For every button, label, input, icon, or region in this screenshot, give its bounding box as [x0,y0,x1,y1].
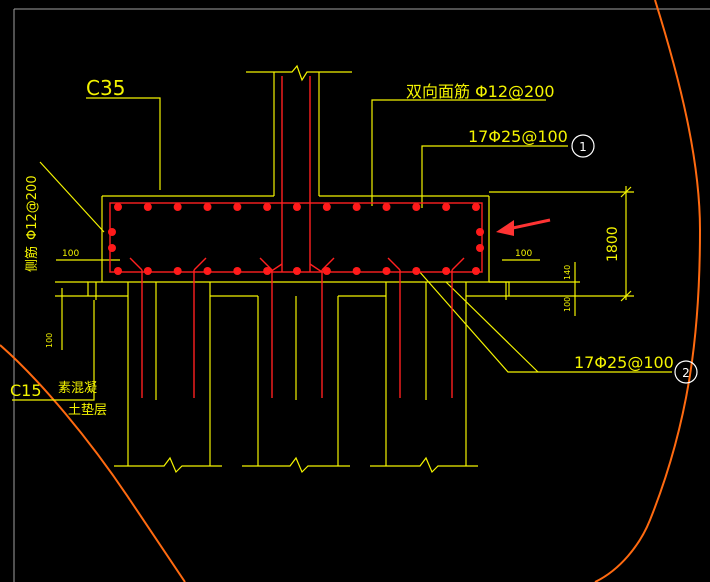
bottom-bar-dot [322,267,331,275]
dim-cover-right: 100 [515,249,532,259]
bottom-bar-dot [352,267,361,275]
rebar-1-label: 17Φ25@100 [468,127,568,146]
bottom-bar-dot [293,267,301,275]
pile2-hook-b [321,257,335,271]
side-bar-dot-right [476,244,484,252]
dim-cushion-left: 100 [45,333,54,348]
leader-rebar-2b [445,281,539,373]
bottom-bar-dot [233,267,242,275]
bottom-bar-dot [173,267,182,275]
dim-cover-left: 100 [62,249,79,259]
rebar-cage-outline [109,202,483,273]
marker-circle-2 [674,360,698,384]
dim-tick-top [620,186,632,198]
bottom-bar-dot [203,267,212,275]
top-bar-dot [322,203,331,211]
pile1-break [114,456,222,474]
dim-bottom-right-a: 140 [563,265,572,280]
top-bar-dot [203,203,212,211]
dim-cap-height: 1800 [605,226,621,262]
top-bar-dot [352,203,361,211]
side-rebar-prefix: 侧筋 [24,246,40,272]
top-bar-dot [412,203,421,211]
column-break-line [246,64,352,82]
boundary-curve-left [0,344,186,582]
leader-concrete-grade [86,97,161,190]
bottom-bar-dot [114,267,122,275]
top-bar-dot [143,203,152,211]
pile1-hook-b [193,257,207,271]
marker-1-text: 1 [579,140,587,154]
bottom-bar-dot [143,267,152,275]
top-bar-dot [472,203,480,211]
concrete-grade-label: C35 [86,76,125,100]
annotation-arrow [496,218,551,236]
leader-side-rebar [39,161,105,233]
cushion-top [87,281,510,296]
pile3-break [370,456,478,474]
leader-top-rebar [371,99,546,206]
pile2-hook-a [259,257,273,271]
marker-2-text: 2 [682,366,690,380]
rebar-2-label: 17Φ25@100 [574,353,674,372]
top-rebar-label: 双向面筋 Φ12@200 [406,82,555,101]
pile1-hook-a [129,257,143,271]
top-bar-dot [233,203,242,211]
side-bar-dot-right [476,228,484,236]
pile3-hook-b [451,257,465,271]
side-rebar-spec: Φ12@200 [25,175,40,240]
marker-circle-1 [571,134,595,158]
top-bar-dot [382,203,391,211]
dim-bottom-right-b: 100 [563,297,572,312]
top-bar-dot [173,203,182,211]
side-bar-dot-left [108,228,116,236]
cushion-label-line2: 土垫层 [68,402,107,418]
structure-linework [12,64,672,474]
top-bar-dot [263,203,272,211]
leader-cushion [12,300,95,401]
pile3-hook-a [387,257,401,271]
bottom-bar-dot [442,267,451,275]
dim-tick-bottom [620,290,632,302]
top-bar-dot [293,203,301,211]
bottom-bar-dot [382,267,391,275]
top-bar-dot [114,203,122,211]
cushion-label-line1: 素混凝 [58,380,97,396]
leader-rebar-1 [421,145,568,208]
top-bar-dot [442,203,451,211]
dowel-hook-right [309,263,323,273]
bottom-bar-dot [263,267,272,275]
side-bar-dot-left [108,244,116,252]
cushion-grade-label: C15 [10,381,42,400]
rebar-section-dots [108,203,484,275]
boundary-curve-right [594,0,702,582]
side-rebar-label: 侧筋 Φ12@200 [24,175,40,272]
pile2-break [242,456,350,474]
leader-rebar-2 [417,269,672,373]
bottom-bar-dot [412,267,421,275]
bottom-bar-dot [472,267,480,275]
